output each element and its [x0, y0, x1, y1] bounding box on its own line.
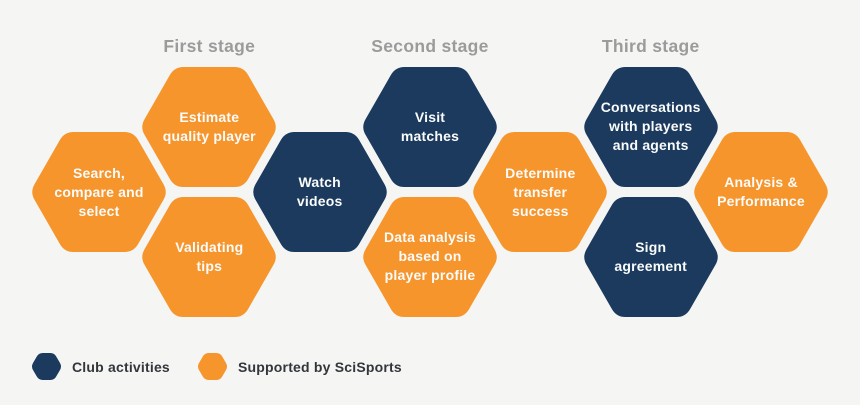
hexagon-search-compare-select: Search, compare and select	[30, 132, 168, 252]
hexagon-label-line: Data analysis	[383, 229, 477, 245]
hexagon-shape	[363, 66, 497, 187]
hexagon-label-line: Search,	[73, 164, 125, 181]
hexagon-label-line: tips	[196, 257, 223, 274]
hexagon-validating-tips: Validating tips	[140, 196, 278, 317]
hexagon-watch-videos: Watch videos	[251, 132, 389, 252]
hexagon-label: Sign agreement	[588, 197, 714, 317]
hexagon-label-line: based on	[398, 248, 462, 264]
hexagon-label: Validating tips	[146, 197, 272, 317]
hexagon-label-line: player profile	[384, 267, 476, 283]
hexagon-label-line: Sign	[635, 238, 667, 255]
hexagon-label-line: success	[511, 202, 569, 219]
hexagon-label: Conversations with players and agents	[588, 67, 714, 187]
hexagon-estimate-quality-player: Estimate quality player	[140, 66, 278, 187]
hexagon-shape	[252, 132, 387, 252]
hexagon-label-line: Conversations	[600, 99, 701, 115]
hexagon-shape	[583, 196, 718, 317]
hexagon-label: Data analysis based on player profile	[367, 197, 493, 317]
hexagon-label-line: Visit	[414, 108, 446, 125]
hexagon-label-line: Analysis &	[724, 174, 798, 190]
hexagon-data-analysis-player-profile: Data analysis based on player profile	[361, 196, 499, 317]
legend-item-club: Club activities	[31, 352, 170, 381]
hexagon-determine-transfer-success: Determine transfer success	[471, 132, 609, 252]
stage-label-3: Third stage	[601, 36, 700, 56]
hexagon-label-line: Watch	[298, 174, 341, 190]
hexagon-label-line: compare and	[54, 183, 144, 200]
legend-hexagon-swatch	[198, 353, 227, 380]
hexagon-label: Estimate quality player	[146, 67, 272, 187]
hexagon-label-line: with players	[609, 118, 693, 134]
legend-label: Club activities	[72, 358, 170, 375]
hexagon-label-line: Performance	[717, 193, 805, 209]
hexagon-shape	[142, 196, 277, 317]
hexagon-label: Visit matches	[367, 67, 493, 187]
hexagon-shape	[694, 132, 828, 252]
hexagon-label-line: transfer	[513, 183, 568, 200]
hexagon-conversations-players-agents: Conversations with players and agents	[582, 66, 720, 187]
hexagon-label-line: videos	[296, 193, 343, 209]
hexagon-visit-matches: Visit matches	[361, 66, 499, 187]
hexagon-label-line: Determine	[505, 164, 576, 181]
hexagon-label-line: select	[78, 202, 120, 219]
hexagon-label: Analysis & Performance	[698, 132, 824, 252]
hexagon-shape	[363, 196, 497, 317]
hexagon-label: Watch videos	[257, 132, 383, 252]
hexagon-shape	[583, 66, 718, 187]
legend-label: Supported by SciSports	[238, 358, 402, 375]
stage-label-2: Second stage	[371, 36, 489, 56]
hexagon-label-line: and agents	[612, 137, 689, 153]
hexagon-label-line: agreement	[614, 257, 687, 274]
stage-label-1: First stage	[163, 36, 256, 56]
hexagon-shape	[32, 132, 166, 252]
hexagon-shape	[142, 66, 277, 187]
hexagon-analysis-performance: Analysis & Performance	[692, 132, 830, 252]
legend-hexagon-swatch	[32, 353, 61, 380]
hexagon-shape	[473, 132, 608, 252]
hexagon-label-line: Validating	[175, 238, 244, 255]
hexagon-label-line: Estimate	[179, 108, 240, 125]
legend-item-supported: Supported by SciSports	[197, 352, 402, 381]
hexagon-label-line: quality player	[162, 127, 256, 144]
hexagon-label-line: matches	[400, 127, 460, 144]
hexagon-label: Search, compare and select	[36, 132, 162, 252]
hexagon-sign-agreement: Sign agreement	[582, 196, 720, 317]
hexagon-label: Determine transfer success	[477, 132, 603, 252]
